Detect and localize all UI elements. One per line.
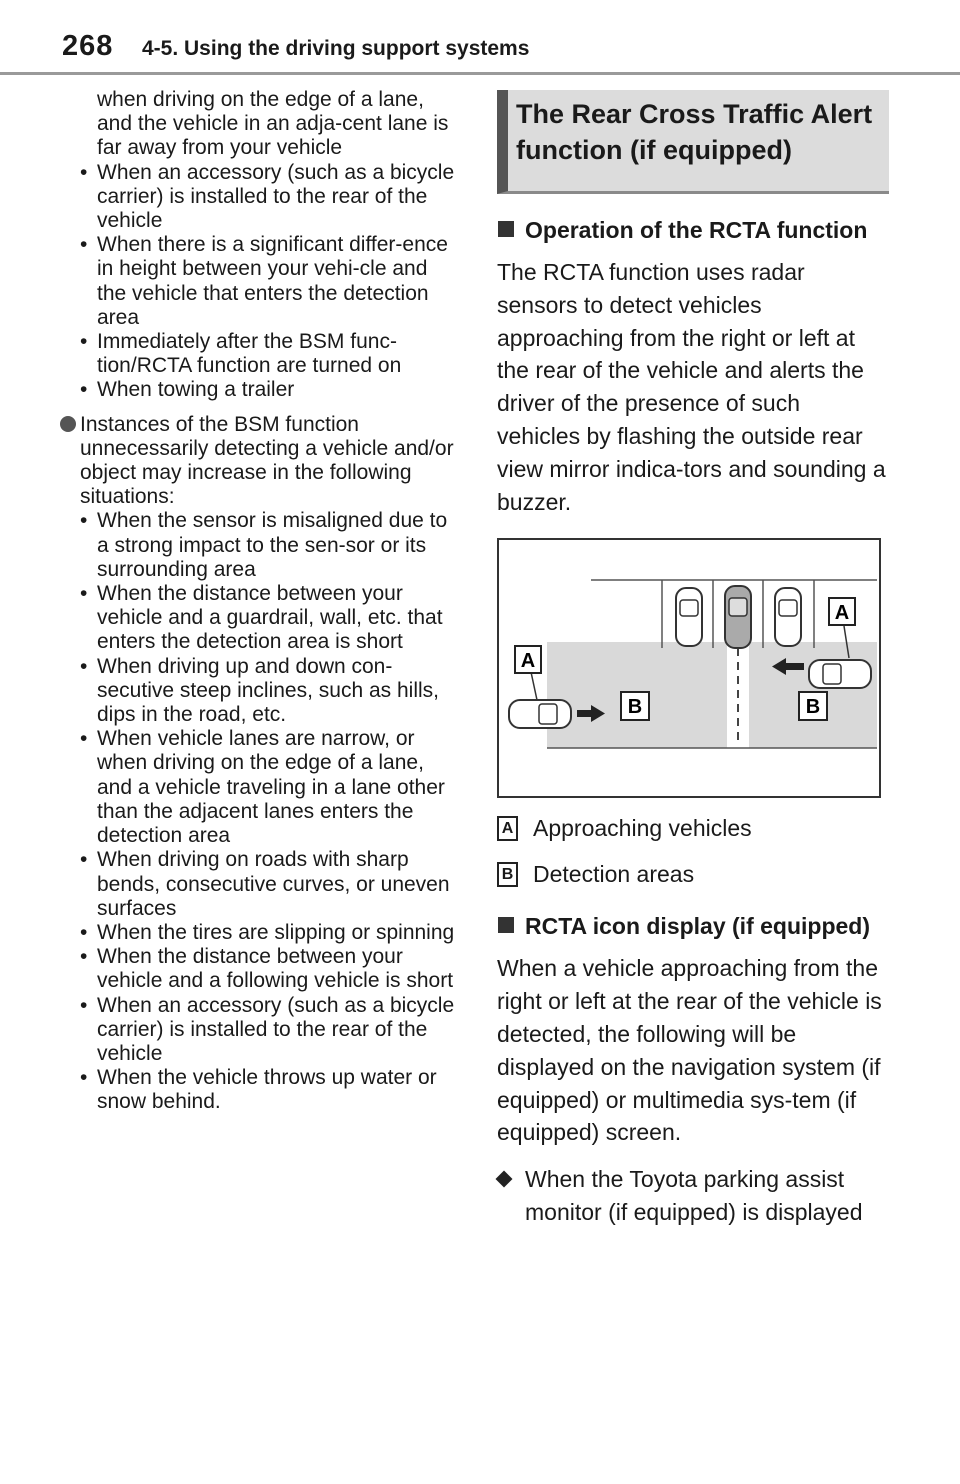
arrow-right-icon xyxy=(577,705,605,723)
legend-text: Approaching vehicles xyxy=(533,815,752,842)
list-item: When the vehicle throws up water or snow… xyxy=(62,1066,462,1114)
label-b-left: B xyxy=(620,691,650,722)
legend-tag: B xyxy=(497,862,518,888)
square-bullet-icon xyxy=(498,917,514,934)
list-item: When there is a significant differ-ence … xyxy=(62,233,462,330)
label-a-left: A xyxy=(514,645,542,675)
list-item: When an accessory (such as a bicycle car… xyxy=(62,994,462,1067)
section-title: 4-5. Using the driving support systems xyxy=(142,37,530,60)
square-bullet-icon xyxy=(498,221,514,237)
approaching-car-right-icon xyxy=(808,659,872,690)
list-item: When the distance between your vehicle a… xyxy=(62,945,462,993)
list-item: When driving up and down con-secutive st… xyxy=(62,655,462,728)
section-box-title: The Rear Cross Traffic Alert function (i… xyxy=(497,90,889,194)
callout-line xyxy=(843,626,850,659)
legend-text: Detection areas xyxy=(533,861,695,888)
subheading-text: RCTA icon display (if equipped) xyxy=(525,913,870,940)
list-item: When the sensor is misaligned due to a s… xyxy=(62,509,462,582)
circle-bullet-block: Instances of the BSM function unnecessar… xyxy=(60,412,462,510)
left-column: when driving on the edge of a lane, and … xyxy=(60,88,462,1115)
paragraph: When a vehicle approaching from the righ… xyxy=(497,955,882,1146)
svg-text:A: A xyxy=(521,650,535,672)
callout-line xyxy=(530,672,538,701)
svg-text:B: B xyxy=(806,696,820,718)
list-item: Immediately after the BSM func-tion/RCTA… xyxy=(62,330,462,378)
diamond-bullet-item: When the Toyota parking assist monitor (… xyxy=(495,1163,889,1229)
rcta-diagram: A A B B xyxy=(497,538,881,799)
bullet-list-2: When the sensor is misaligned due to a s… xyxy=(62,509,462,1114)
paragraph: The RCTA function uses radar sensors to … xyxy=(497,259,886,515)
parked-car-icon xyxy=(774,587,802,648)
legend-item-b: B Detection areas xyxy=(497,858,889,890)
bullet-list-1: When an accessory (such as a bicycle car… xyxy=(62,161,462,403)
bullet-text: When the Toyota parking assist monitor (… xyxy=(525,1166,863,1225)
list-item: When driving on roads with sharp bends, … xyxy=(62,848,462,921)
page-header: 268 4-5. Using the driving support syste… xyxy=(0,0,960,75)
legend-tag: A xyxy=(497,816,518,842)
label-a-right: A xyxy=(828,597,856,627)
rcta-illustration: A A B B xyxy=(508,579,877,750)
page-number: 268 xyxy=(62,30,114,62)
list-item: When the distance between your vehicle a… xyxy=(62,582,462,655)
svg-text:A: A xyxy=(835,602,849,624)
continued-text: when driving on the edge of a lane, and … xyxy=(97,88,449,160)
legend-item-a: A Approaching vehicles xyxy=(497,812,889,844)
subheading-rcta-icon: RCTA icon display (if equipped) xyxy=(497,910,889,942)
list-item: When vehicle lanes are narrow, or when d… xyxy=(62,727,462,848)
list-item: When the tires are slipping or spinning xyxy=(62,921,462,945)
svg-text:B: B xyxy=(628,696,642,718)
header-rule xyxy=(0,72,960,75)
list-item: When an accessory (such as a bicycle car… xyxy=(62,161,462,234)
own-vehicle-icon xyxy=(724,585,752,650)
parked-car-icon xyxy=(675,587,703,648)
circle-bullet-icon xyxy=(60,415,76,432)
approaching-car-left-icon xyxy=(508,699,572,730)
block-intro: Instances of the BSM function unnecessar… xyxy=(80,412,454,509)
subheading-text: Operation of the RCTA function xyxy=(525,217,868,243)
list-item: When towing a trailer xyxy=(62,378,462,402)
subheading-rcta-operation: Operation of the RCTA function xyxy=(497,214,889,246)
label-b-right: B xyxy=(798,691,828,722)
right-column: The Rear Cross Traffic Alert function (i… xyxy=(495,90,889,1229)
arrow-left-icon xyxy=(772,658,804,676)
diamond-bullet-icon xyxy=(495,1170,513,1188)
